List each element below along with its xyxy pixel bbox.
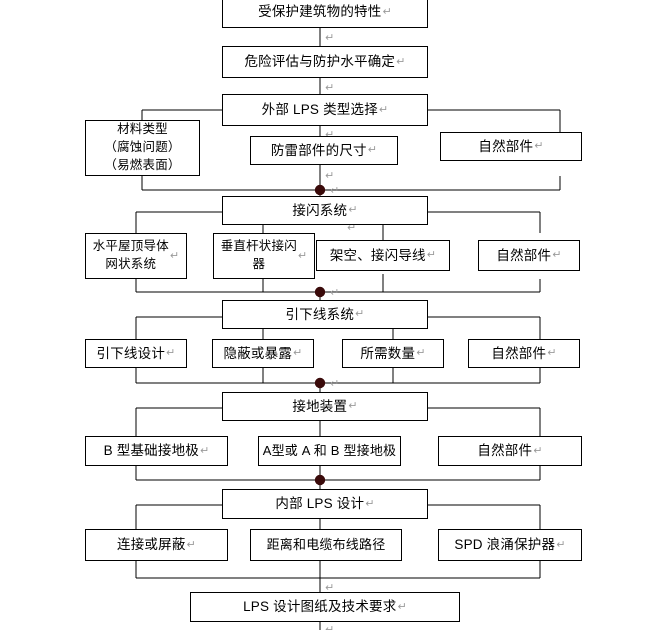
node-material-type[interactable]: 材料类型 （腐蚀问题） （易燃表面） bbox=[85, 120, 200, 176]
node-type-a-or-ab[interactable]: A型或 A 和 B 型接地极 bbox=[258, 436, 401, 466]
node-bonding-or-shielding[interactable]: 连接或屏蔽↵ bbox=[85, 529, 228, 561]
node-label: 垂直杆状接闪 器 bbox=[220, 239, 297, 271]
pilcrow-mark: ↵ bbox=[186, 537, 196, 551]
node-label: 自然部件 bbox=[478, 138, 534, 154]
node-risk-assessment[interactable]: 危险评估与防护水平确定↵ bbox=[222, 46, 428, 78]
node-label: 自然部件 bbox=[491, 345, 547, 361]
pilcrow-mark: ↵ bbox=[552, 248, 562, 262]
node-label: A型或 A 和 B 型接地极 bbox=[262, 442, 397, 458]
pilcrow-mark: ↵ bbox=[330, 286, 340, 299]
pilcrow-mark: ↵ bbox=[365, 496, 375, 510]
pilcrow-mark: ↵ bbox=[348, 399, 358, 413]
node-label: 架空、接闪导线 bbox=[329, 247, 426, 263]
pilcrow-mark: ↵ bbox=[293, 346, 303, 360]
pilcrow-mark: ↵ bbox=[382, 4, 392, 18]
node-component-size[interactable]: 防雷部件的尺寸↵ bbox=[250, 136, 398, 165]
pilcrow-mark: ↵ bbox=[325, 623, 335, 630]
pilcrow-mark: ↵ bbox=[416, 346, 426, 360]
pilcrow-mark: ↵ bbox=[199, 443, 210, 457]
pilcrow-mark: ↵ bbox=[355, 307, 365, 321]
pilcrow-mark: ↵ bbox=[348, 203, 358, 217]
pilcrow-mark: ↵ bbox=[534, 139, 544, 153]
node-label: 受保护建筑物的特性 bbox=[258, 4, 382, 20]
node-internal-lps-design[interactable]: 内部 LPS 设计↵ bbox=[222, 489, 428, 519]
node-lps-drawings[interactable]: LPS 设计图纸及技术要求↵ bbox=[190, 592, 460, 622]
pilcrow-mark: ↵ bbox=[533, 443, 543, 457]
node-label: 隐蔽或暴露 bbox=[223, 345, 293, 361]
pilcrow-mark: ↵ bbox=[166, 346, 176, 360]
node-label: 内部 LPS 设计 bbox=[275, 496, 365, 512]
node-label: 接闪系统 bbox=[292, 202, 348, 218]
node-horizontal-roof-mesh[interactable]: 水平屋顶导体 网状系统↵ bbox=[85, 233, 187, 279]
pilcrow-mark: ↵ bbox=[330, 377, 340, 390]
node-spd-surge-protector[interactable]: SPD 浪涌保护器↵ bbox=[438, 529, 582, 561]
pilcrow-mark: ↵ bbox=[396, 54, 406, 68]
node-external-lps-type[interactable]: 外部 LPS 类型选择↵ bbox=[222, 94, 428, 126]
node-label: 材料类型 （腐蚀问题） （易燃表面） bbox=[104, 122, 181, 172]
node-required-quantity[interactable]: 所需数量↵ bbox=[342, 339, 444, 368]
node-label: 连接或屏蔽 bbox=[117, 537, 186, 553]
pilcrow-mark: ↵ bbox=[169, 249, 180, 263]
node-label: 防雷部件的尺寸 bbox=[270, 142, 367, 158]
pilcrow-mark: ↵ bbox=[547, 346, 557, 360]
node-concealed-or-exposed[interactable]: 隐蔽或暴露↵ bbox=[212, 339, 314, 368]
pilcrow-mark: ↵ bbox=[325, 81, 335, 94]
node-label: SPD 浪涌保护器 bbox=[454, 537, 556, 553]
pilcrow-mark: ↵ bbox=[325, 169, 335, 182]
node-label: 自然部件 bbox=[477, 443, 533, 459]
pilcrow-mark: ↵ bbox=[556, 537, 566, 551]
node-natural-components-2[interactable]: 自然部件↵ bbox=[478, 240, 580, 271]
node-label: 外部 LPS 类型选择 bbox=[261, 102, 378, 118]
node-natural-components-1[interactable]: 自然部件↵ bbox=[440, 132, 582, 161]
pilcrow-mark: ↵ bbox=[397, 599, 407, 613]
pilcrow-mark: ↵ bbox=[347, 221, 357, 234]
node-down-conductor-system[interactable]: 引下线系统↵ bbox=[222, 300, 428, 329]
node-earthing-device[interactable]: 接地装置↵ bbox=[222, 392, 428, 421]
node-overhead-conductor[interactable]: 架空、接闪导线↵ bbox=[316, 240, 450, 271]
pilcrow-mark: ↵ bbox=[297, 249, 308, 263]
node-label: B 型基础接地极 bbox=[103, 443, 199, 459]
node-label: 危险评估与防护水平确定 bbox=[244, 54, 396, 70]
node-air-termination-system[interactable]: 接闪系统↵ bbox=[222, 196, 428, 225]
node-label: LPS 设计图纸及技术要求 bbox=[243, 599, 397, 615]
node-label: 引下线系统 bbox=[285, 306, 355, 322]
pilcrow-mark: ↵ bbox=[325, 31, 335, 44]
node-down-conductor-design[interactable]: 引下线设计↵ bbox=[85, 339, 187, 368]
node-label: 距离和电缆布线路径 bbox=[266, 536, 386, 552]
pilcrow-mark: ↵ bbox=[330, 184, 340, 197]
pilcrow-mark: ↵ bbox=[325, 581, 335, 594]
node-label: 所需数量 bbox=[360, 345, 416, 361]
node-vertical-rod[interactable]: 垂直杆状接闪 器↵ bbox=[213, 233, 315, 279]
pilcrow-mark: ↵ bbox=[325, 128, 335, 141]
node-natural-components-3[interactable]: 自然部件↵ bbox=[468, 339, 580, 368]
node-label: 自然部件 bbox=[496, 247, 552, 263]
node-label: 引下线设计 bbox=[96, 345, 166, 361]
pilcrow-mark: ↵ bbox=[367, 143, 378, 157]
node-characteristics[interactable]: 受保护建筑物的特性↵ bbox=[222, 0, 428, 28]
node-distance-and-routing[interactable]: 距离和电缆布线路径 bbox=[250, 529, 402, 561]
pilcrow-mark: ↵ bbox=[378, 102, 389, 116]
node-label: 水平屋顶导体 网状系统 bbox=[92, 239, 169, 271]
node-label: 接地装置 bbox=[292, 398, 348, 414]
pilcrow-mark: ↵ bbox=[426, 248, 437, 262]
node-type-b-foundation[interactable]: B 型基础接地极↵ bbox=[85, 436, 228, 466]
node-natural-components-4[interactable]: 自然部件↵ bbox=[438, 436, 582, 466]
